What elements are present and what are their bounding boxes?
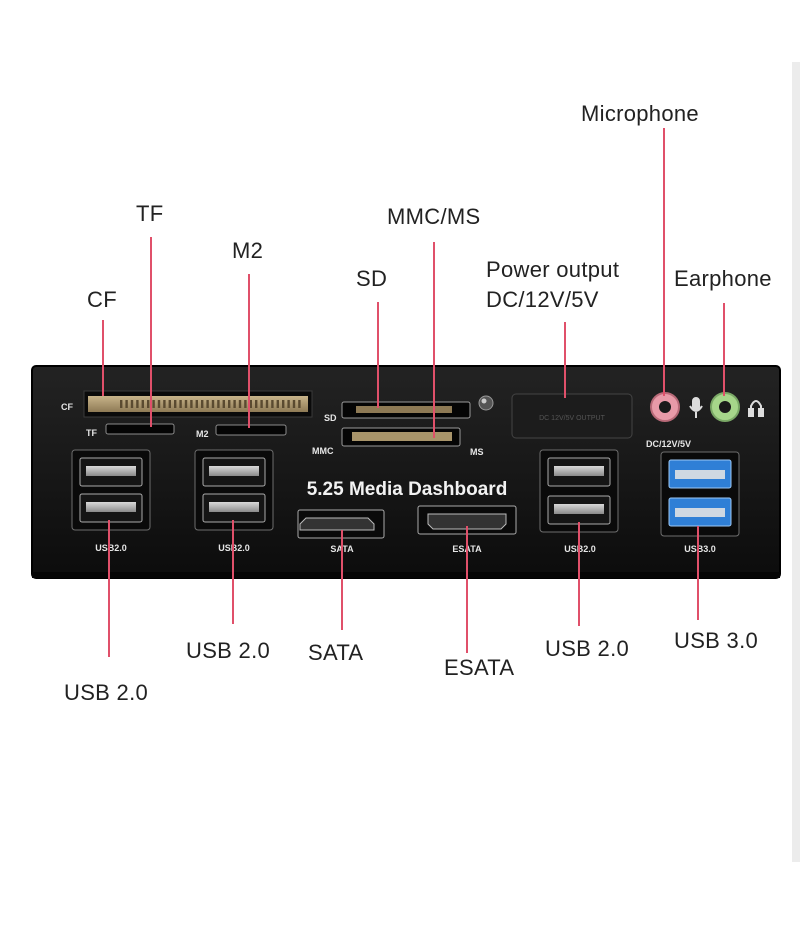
panel-label-m2: M2 xyxy=(196,429,209,439)
panel-label-usb-right: USB2.0 xyxy=(564,544,596,554)
cf-pin xyxy=(255,400,258,408)
power-output-cover xyxy=(511,393,633,439)
cf-pin xyxy=(152,400,155,408)
leader-line-usb20-left xyxy=(108,520,110,657)
usb3-port-pair xyxy=(660,451,740,537)
callout-usb20-right: USB 2.0 xyxy=(545,636,630,661)
m2-slot xyxy=(215,424,287,436)
cf-pin xyxy=(271,400,274,408)
cf-pin xyxy=(211,400,215,408)
panel-label-dc: DC/12V/5V xyxy=(646,439,691,449)
cf-pin xyxy=(184,400,188,408)
callout-tf: TF xyxy=(136,201,164,226)
cf-pin xyxy=(282,400,285,408)
cf-pin xyxy=(157,400,161,408)
cf-pin xyxy=(233,400,236,408)
leader-line-mmc-ms xyxy=(433,242,435,438)
cf-pin xyxy=(125,400,128,408)
panel-label-tf: TF xyxy=(86,428,97,438)
callout-usb30: USB 3.0 xyxy=(674,628,759,653)
callout-usb20-mid: USB 2.0 xyxy=(186,638,271,663)
sd-contacts xyxy=(356,406,452,413)
callout-earphone: Earphone xyxy=(674,266,772,291)
panel-label-usb-mid: USB2.0 xyxy=(218,543,250,553)
panel-label-cf: CF xyxy=(61,402,73,412)
usb2-port-pair-middle xyxy=(194,449,274,531)
cf-pin xyxy=(238,400,242,408)
callout-m2: M2 xyxy=(232,238,264,263)
panel-bottom-edge xyxy=(32,572,780,578)
callout-esata: ESATA xyxy=(444,655,515,680)
usb2-port-pair-left xyxy=(71,449,151,531)
leader-line-tf xyxy=(150,237,152,427)
callout-sd: SD xyxy=(356,266,388,291)
esata-port xyxy=(417,505,517,535)
sata-port xyxy=(297,509,385,539)
callout-power-output: Power output DC/12V/5V xyxy=(486,257,620,312)
cf-pin xyxy=(195,400,198,408)
panel-title: 5.25 Media Dashboard xyxy=(307,479,508,500)
cf-pin xyxy=(168,400,171,408)
cf-pin xyxy=(147,400,150,408)
cf-pin xyxy=(174,400,177,408)
callout-usb20-left: USB 2.0 xyxy=(64,680,149,705)
panel-label-mmc: MMC xyxy=(312,446,334,456)
cf-pin xyxy=(244,400,247,408)
callout-sata: SATA xyxy=(308,640,364,665)
leader-line-sd xyxy=(377,302,379,408)
panel-label-usb-left: USB2.0 xyxy=(95,543,127,553)
cf-pin xyxy=(260,400,263,408)
usb2-port-pair-right xyxy=(539,449,619,533)
cf-pin xyxy=(217,400,220,408)
cf-pin xyxy=(292,400,296,408)
leader-line-earphone xyxy=(723,303,725,396)
panel-label-ms: MS xyxy=(470,447,484,457)
callout-cf: CF xyxy=(87,287,117,312)
cf-pin xyxy=(120,400,123,408)
cf-pins xyxy=(120,400,301,408)
leader-line-microphone xyxy=(663,128,665,396)
leader-line-m2 xyxy=(248,274,250,428)
leader-line-sata xyxy=(341,530,343,630)
leader-line-cf xyxy=(102,320,104,396)
microphone-symbol-icon xyxy=(689,397,703,418)
cf-pin xyxy=(190,400,193,408)
power-output-cover-text: DC 12V/5V OUTPUT xyxy=(539,415,605,422)
cf-pin xyxy=(228,400,231,408)
cf-pin xyxy=(287,400,290,408)
status-led-icon xyxy=(478,395,494,411)
cf-pin xyxy=(141,400,144,408)
cf-pin xyxy=(276,400,279,408)
cf-pin xyxy=(265,400,269,408)
mmc-ms-contacts xyxy=(352,432,452,441)
headphone-symbol-icon xyxy=(748,400,764,417)
cf-pin xyxy=(163,400,166,408)
cf-pin xyxy=(222,400,225,408)
cf-pin xyxy=(201,400,204,408)
cf-pin xyxy=(179,400,182,408)
leader-line-esata xyxy=(466,526,468,653)
callout-mmc-ms: MMC/MS xyxy=(387,204,481,229)
right-edge-strip xyxy=(792,62,800,862)
panel-label-usb3: USB3.0 xyxy=(684,544,716,554)
panel-label-sd: SD xyxy=(324,413,337,423)
leader-line-usb20-right xyxy=(578,522,580,626)
cf-pin xyxy=(136,400,139,408)
cf-pin xyxy=(298,400,301,408)
cf-pin xyxy=(130,400,134,408)
leader-line-power-output xyxy=(564,322,566,398)
leader-line-usb20-mid xyxy=(232,520,234,624)
cf-pin xyxy=(206,400,209,408)
cf-pin xyxy=(249,400,252,408)
tf-slot xyxy=(105,423,175,435)
leader-line-usb30 xyxy=(697,526,699,620)
callout-microphone: Microphone xyxy=(581,101,699,126)
